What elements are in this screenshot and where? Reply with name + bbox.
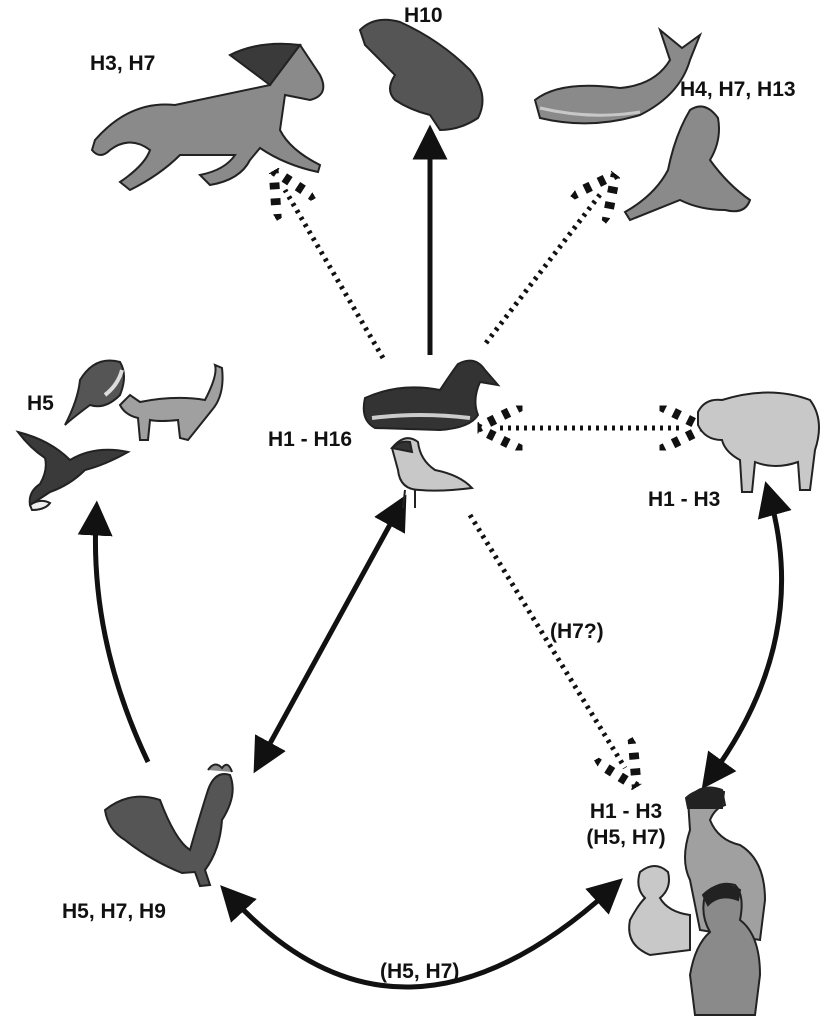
label-wild-birds: H1 - H16 (268, 428, 353, 451)
gull-illustration (389, 437, 475, 509)
humans-illustration (628, 786, 767, 1016)
label-humans-line2: (H5, H7) (586, 826, 666, 849)
label-horse: H3, H7 (90, 52, 156, 75)
rooster-illustration (103, 763, 234, 888)
label-humans-line1: H1 - H3 (589, 800, 663, 823)
arrow-chicken-humans (220, 878, 623, 990)
label-seal: H10 (404, 4, 443, 27)
cat-illustration (118, 363, 224, 442)
duck-illustration (362, 359, 501, 432)
whale-illustration (533, 27, 703, 125)
horse-illustration (90, 42, 325, 192)
label-question: (H7?) (550, 620, 604, 643)
pig-illustration (697, 391, 820, 493)
arrow-chicken-to-eagle (77, 500, 151, 764)
label-pig: H1 - H3 (648, 488, 721, 511)
sealion-illustration (623, 105, 752, 222)
arrow-birds-chicken (253, 494, 407, 774)
label-birds-cat: H5 (27, 392, 54, 415)
label-bottom-arc: (H5, H7) (380, 960, 460, 983)
arrow-birds-to-humans (467, 513, 625, 768)
arrow-birds-to-horse (285, 190, 386, 360)
arrow-pig-humans (701, 481, 792, 790)
arrow-birds-to-whale (484, 192, 602, 345)
label-chicken: H5, H7, H9 (62, 900, 166, 923)
seal-illustration (358, 18, 484, 132)
robin-illustration (64, 359, 125, 426)
eagle-illustration (15, 430, 131, 512)
label-whale-sealion: H4, H7, H13 (680, 78, 796, 101)
